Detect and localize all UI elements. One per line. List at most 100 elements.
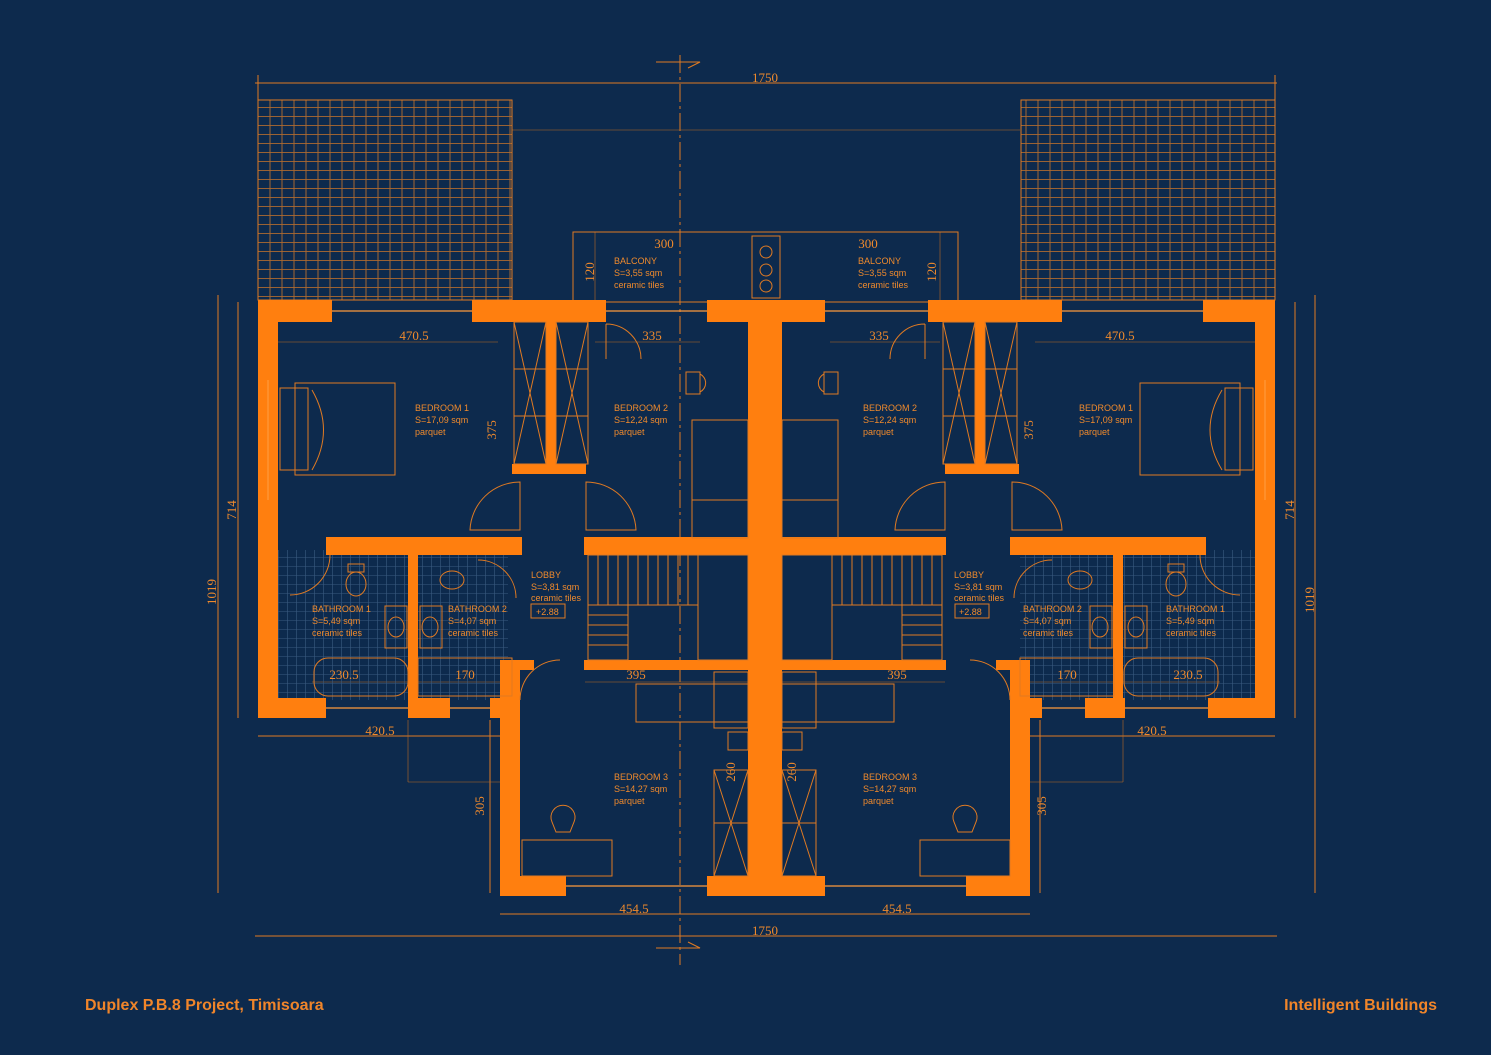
svg-text:BEDROOM 2: BEDROOM 2 [863, 403, 917, 413]
svg-text:S=14,27 sqm: S=14,27 sqm [863, 784, 916, 794]
label-bedroom3-left: BEDROOM 3 S=14,27 sqm parquet [614, 772, 668, 806]
label-bedroom1-left: BEDROOM 1 S=17,09 sqm parquet [415, 403, 469, 437]
bathroom-tiles-right [1020, 550, 1255, 700]
label-lobby-left: LOBBY S=3,81 sqm ceramic tiles +2.88 [531, 570, 582, 617]
level-tag-right [954, 603, 990, 619]
label-bathroom2-right: BATHROOM 2 S=4,07 sqm ceramic tiles [1023, 604, 1082, 638]
svg-text:parquet: parquet [614, 796, 645, 806]
svg-text:ceramic tiles: ceramic tiles [1166, 628, 1217, 638]
dim-rear-left: 420.5 [365, 723, 394, 738]
dim-bedroom-depth-left: 375 [484, 420, 499, 440]
dim-corridor-left: 395 [626, 667, 646, 682]
svg-text:S=3,81 sqm: S=3,81 sqm [954, 582, 1002, 592]
bathroom-tiles-left [278, 550, 508, 700]
svg-text:ceramic tiles: ceramic tiles [531, 593, 582, 603]
dim-height-right-inner: 714 [1282, 500, 1297, 520]
svg-text:S=4,07 sqm: S=4,07 sqm [448, 616, 496, 626]
walls [258, 300, 1275, 896]
dim-bedroom3-depth-left: 305 [472, 796, 487, 816]
dim-total-top: 1750 [752, 70, 778, 85]
dim-corridor-right: 395 [887, 667, 907, 682]
room-labels: BALCONY S=3,55 sqm ceramic tiles BALCONY… [312, 256, 1225, 806]
label-bathroom1-right: BATHROOM 1 S=5,49 sqm ceramic tiles [1166, 604, 1225, 638]
closets [513, 321, 1018, 877]
project-title: Duplex P.B.8 Project, Timisoara [85, 997, 324, 1014]
dim-rear-right: 420.5 [1137, 723, 1166, 738]
dim-bath2-left: 170 [455, 667, 475, 682]
svg-text:BEDROOM 2: BEDROOM 2 [614, 403, 668, 413]
stairs [587, 554, 943, 661]
svg-text:BATHROOM 1: BATHROOM 1 [1166, 604, 1225, 614]
roof-right [1020, 99, 1276, 301]
dim-balcony-left: 300 [654, 236, 674, 251]
svg-text:parquet: parquet [1079, 427, 1110, 437]
company-name: Intelligent Buildings [1284, 997, 1437, 1014]
label-lobby-right: LOBBY S=3,81 sqm ceramic tiles +2.88 [954, 570, 1005, 617]
dim-closet-left: 260 [723, 762, 738, 782]
svg-text:ceramic tiles: ceramic tiles [1023, 628, 1074, 638]
dim-bedroom3-left: 454.5 [619, 901, 648, 916]
label-balcony-right: BALCONY S=3,55 sqm ceramic tiles [858, 256, 909, 290]
svg-text:+2.88: +2.88 [959, 607, 982, 617]
svg-text:S=17,09 sqm: S=17,09 sqm [415, 415, 468, 425]
svg-text:S=17,09 sqm: S=17,09 sqm [1079, 415, 1132, 425]
svg-text:LOBBY: LOBBY [954, 570, 984, 580]
roof-left [257, 99, 513, 301]
dim-bath2-right: 170 [1057, 667, 1077, 682]
label-bedroom1-right: BEDROOM 1 S=17,09 sqm parquet [1079, 403, 1133, 437]
svg-text:BEDROOM 1: BEDROOM 1 [1079, 403, 1133, 413]
svg-text:S=3,55 sqm: S=3,55 sqm [858, 268, 906, 278]
door-swings [289, 323, 1241, 701]
svg-text:S=5,49 sqm: S=5,49 sqm [312, 616, 360, 626]
svg-text:S=3,81 sqm: S=3,81 sqm [531, 582, 579, 592]
dim-bedroom2-left: 335 [642, 328, 662, 343]
svg-text:BEDROOM 3: BEDROOM 3 [863, 772, 917, 782]
label-bathroom1-left: BATHROOM 1 S=5,49 sqm ceramic tiles [312, 604, 371, 638]
dim-bedroom3-depth-right: 305 [1034, 796, 1049, 816]
furniture [279, 371, 1254, 877]
svg-text:BATHROOM 2: BATHROOM 2 [448, 604, 507, 614]
label-bathroom2-left: BATHROOM 2 S=4,07 sqm ceramic tiles [448, 604, 507, 638]
svg-text:BALCONY: BALCONY [614, 256, 657, 266]
svg-text:S=3,55 sqm: S=3,55 sqm [614, 268, 662, 278]
svg-text:parquet: parquet [863, 427, 894, 437]
dim-balcony-right: 300 [858, 236, 878, 251]
dim-bedroom1-left: 470.5 [399, 328, 428, 343]
svg-text:BATHROOM 2: BATHROOM 2 [1023, 604, 1082, 614]
planter [751, 235, 781, 299]
svg-text:ceramic tiles: ceramic tiles [448, 628, 499, 638]
label-bedroom2-right: BEDROOM 2 S=12,24 sqm parquet [863, 403, 917, 437]
dimension-labels: 1750 1750 300 300 120 120 470.5 470.5 33… [204, 70, 1317, 938]
label-bedroom2-left: BEDROOM 2 S=12,24 sqm parquet [614, 403, 668, 437]
dim-closet-right: 260 [784, 762, 799, 782]
dim-height-right-total: 1019 [1302, 587, 1317, 613]
svg-text:S=4,07 sqm: S=4,07 sqm [1023, 616, 1071, 626]
svg-text:parquet: parquet [415, 427, 446, 437]
dim-bath1-right: 230.5 [1173, 667, 1202, 682]
svg-text:S=12,24 sqm: S=12,24 sqm [863, 415, 916, 425]
svg-text:BEDROOM 3: BEDROOM 3 [614, 772, 668, 782]
dim-bedroom2-right: 335 [869, 328, 889, 343]
svg-text:S=12,24 sqm: S=12,24 sqm [614, 415, 667, 425]
label-bedroom3-right: BEDROOM 3 S=14,27 sqm parquet [863, 772, 917, 806]
svg-text:BATHROOM 1: BATHROOM 1 [312, 604, 371, 614]
dim-bedroom3-right: 454.5 [882, 901, 911, 916]
dim-bedroom1-right: 470.5 [1105, 328, 1134, 343]
svg-text:ceramic tiles: ceramic tiles [312, 628, 363, 638]
dim-bath1-left: 230.5 [329, 667, 358, 682]
svg-text:+2.88: +2.88 [536, 607, 559, 617]
svg-text:ceramic tiles: ceramic tiles [614, 280, 665, 290]
svg-text:LOBBY: LOBBY [531, 570, 561, 580]
svg-text:S=5,49 sqm: S=5,49 sqm [1166, 616, 1214, 626]
dim-bedroom-depth-right: 375 [1021, 420, 1036, 440]
svg-text:BALCONY: BALCONY [858, 256, 901, 266]
svg-text:S=14,27 sqm: S=14,27 sqm [614, 784, 667, 794]
svg-text:parquet: parquet [863, 796, 894, 806]
dim-balcony-depth-right: 120 [924, 262, 939, 282]
windows [267, 310, 1266, 887]
dim-balcony-depth-left: 120 [582, 262, 597, 282]
label-balcony-left: BALCONY S=3,55 sqm ceramic tiles [614, 256, 665, 290]
svg-text:ceramic tiles: ceramic tiles [954, 593, 1005, 603]
dim-height-left-inner: 714 [224, 500, 239, 520]
